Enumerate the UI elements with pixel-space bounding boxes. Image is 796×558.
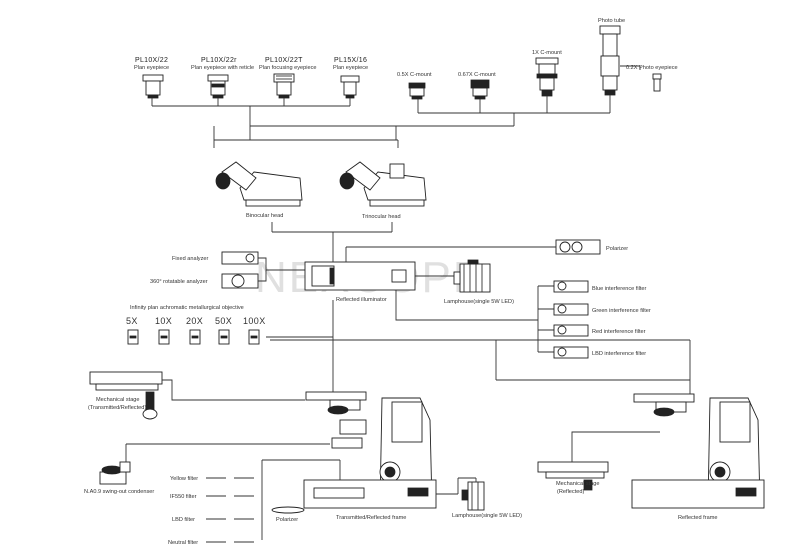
polarizer-bottom: Polarizer bbox=[271, 506, 305, 523]
reflected-illuminator: Reflected illuminator bbox=[304, 261, 416, 303]
objective-icons bbox=[127, 329, 260, 345]
mech-stage-left: Mechanical stage (Transmitted/Reflected) bbox=[88, 371, 305, 420]
reflected-frame: Reflected frame bbox=[496, 379, 765, 521]
eyepiece-code-4: PL15X/16 bbox=[334, 57, 367, 64]
filter-neutral-label: Neutral filter bbox=[168, 540, 198, 546]
photo-eyepiece-label: 0.2X Photo eyepiece bbox=[626, 65, 678, 71]
head-connector bbox=[213, 125, 514, 148]
objective-100x: 100X bbox=[243, 316, 266, 326]
filter-yellow-label: Yellow filter bbox=[170, 476, 198, 482]
eyepiece-desc-2: Plan eyepiece with reticle bbox=[191, 65, 254, 71]
camera-adapter-group: Photo tube 1X C-mount 0.5X C-mount 0.67X… bbox=[397, 18, 678, 126]
filter-lbd-bottom-label: LBD filter bbox=[172, 517, 195, 523]
frame-right-label: Reflected frame bbox=[678, 515, 717, 521]
eyepiece-icon-2 bbox=[207, 74, 229, 99]
binocular-head-label: Binocular head bbox=[246, 213, 283, 219]
polarizer-bottom-label: Polarizer bbox=[276, 517, 298, 523]
filter-green-label: Green interference filter bbox=[592, 308, 651, 314]
eyepiece-desc-4: Plan eyepiece bbox=[333, 65, 368, 71]
eyepiece-icon-4 bbox=[340, 75, 360, 99]
photo-tube-label: Photo tube bbox=[598, 18, 625, 24]
filter-blue-label: Blue interference filter bbox=[592, 286, 647, 292]
objective-group: Infinity plan achromatic metallurgical o… bbox=[126, 305, 333, 345]
fixed-analyzer-label: Fixed analyzer bbox=[172, 256, 209, 262]
rotatable-analyzer-label: 360° rotatable analyzer bbox=[150, 279, 208, 285]
eyepiece-desc-1: Plan eyepiece bbox=[134, 65, 169, 71]
eyepiece-code-1: PL10X/22 bbox=[135, 57, 168, 64]
eyepiece-icon-3 bbox=[273, 73, 295, 99]
c-mount-05x-icon bbox=[408, 82, 426, 100]
eyepiece-icon-1 bbox=[142, 74, 164, 99]
trinocular-head: Trinocular head bbox=[339, 161, 427, 220]
lamphouse-bottom-label: Lamphouse(single 5W LED) bbox=[452, 513, 522, 519]
heads-bracket bbox=[271, 222, 393, 245]
c-mount-067x-label: 0.67X C-mount bbox=[458, 72, 496, 78]
photo-tube-icon bbox=[599, 25, 621, 96]
bottom-filters: Yellow filter IF550 filter LBD filter Ne… bbox=[168, 459, 341, 546]
polarizer-top: Polarizer bbox=[345, 239, 628, 262]
interference-filters: Blue interference filter Green interfere… bbox=[395, 280, 651, 359]
c-mount-05x-label: 0.5X C-mount bbox=[397, 72, 432, 78]
frame-left-label: Transmitted/Reflected frame bbox=[336, 515, 406, 521]
condenser-label: N.A0.9 swing-out condenser bbox=[84, 489, 154, 495]
binocular-head: Binocular head bbox=[215, 161, 303, 219]
c-mount-067x-icon bbox=[470, 79, 490, 100]
objective-50x: 50X bbox=[215, 316, 232, 326]
polarizer-top-label: Polarizer bbox=[606, 246, 628, 252]
main-trunk bbox=[270, 300, 691, 380]
mech-stage-left-line1: Mechanical stage bbox=[96, 397, 140, 403]
mech-stage-right-line2: (Reflected) bbox=[557, 489, 584, 495]
lamphouse-bottom: Lamphouse(single 5W LED) bbox=[436, 477, 522, 519]
head-connector-join bbox=[214, 126, 398, 141]
filter-red-label: Red interference filter bbox=[592, 329, 646, 335]
analyzer-group: Fixed analyzer 360° rotatable analyzer bbox=[150, 251, 305, 289]
objective-10x: 10X bbox=[155, 316, 172, 326]
photo-eyepiece-icon bbox=[652, 73, 662, 92]
eyepiece-desc-3: Plan focusing eyepiece bbox=[259, 65, 317, 71]
swing-out-condenser: N.A0.9 swing-out condenser bbox=[84, 443, 330, 495]
mech-stage-right: Mechanical stage (Reflected) bbox=[537, 431, 660, 495]
objective-title: Infinity plan achromatic metallurgical o… bbox=[130, 305, 244, 311]
transmitted-reflected-frame: Transmitted/Reflected frame bbox=[303, 380, 437, 521]
objective-5x: 5X bbox=[126, 316, 138, 326]
lamphouse-top-label: Lamphouse(single 5W LED) bbox=[444, 299, 514, 305]
c-mount-1x-label: 1X C-mount bbox=[532, 50, 562, 56]
filter-lbd-label: LBD interference filter bbox=[592, 351, 646, 357]
filter-if550-label: IF550 filter bbox=[170, 494, 197, 500]
trinocular-head-label: Trinocular head bbox=[362, 214, 401, 220]
mech-stage-right-line1: Mechanical stage bbox=[556, 481, 600, 487]
c-mount-1x-icon bbox=[535, 57, 559, 97]
eyepiece-code-2: PL10X/22r bbox=[201, 57, 237, 64]
reflected-illuminator-label: Reflected illuminator bbox=[336, 297, 387, 303]
mech-stage-left-line2: (Transmitted/Reflected) bbox=[88, 405, 146, 411]
eyepiece-group: PL10X/22 Plan eyepiece PL10X/22r Plan ey… bbox=[134, 57, 368, 126]
lamphouse-top: Lamphouse(single 5W LED) bbox=[415, 259, 514, 305]
eyepiece-code-3: PL10X/22T bbox=[265, 57, 303, 64]
objective-20x: 20X bbox=[186, 316, 203, 326]
